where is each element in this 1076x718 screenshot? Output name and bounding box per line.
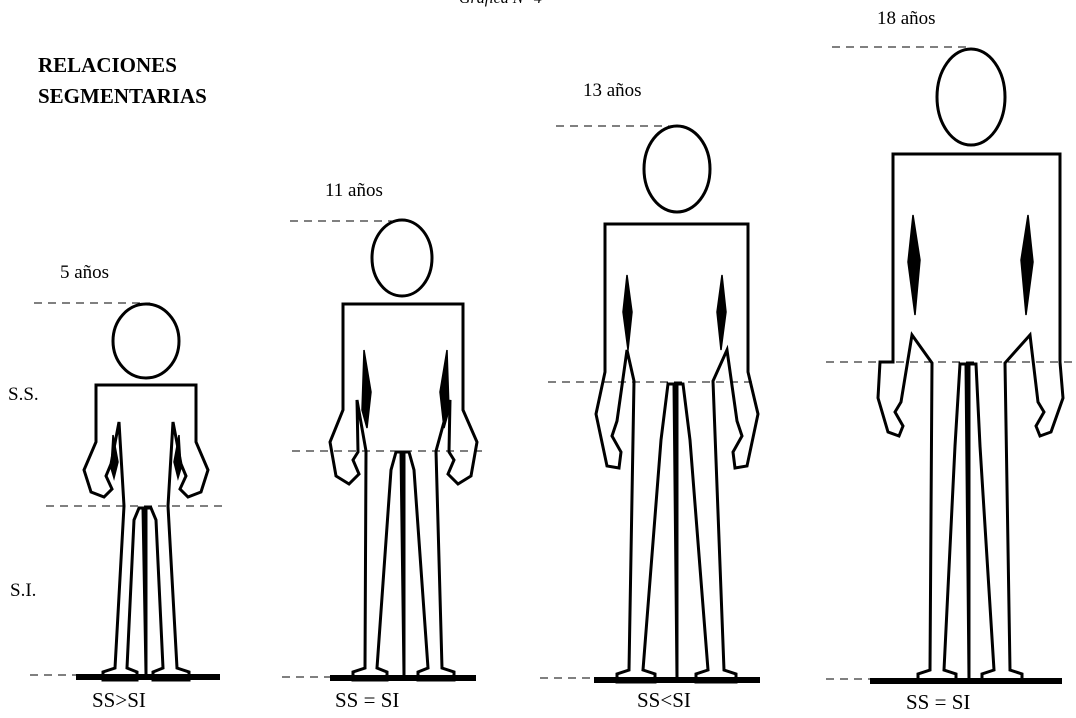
reference-lines [30,47,1076,679]
arm-shade-right [440,350,449,428]
arm-shade-left [111,435,118,478]
head [113,304,179,378]
arm-shade-left [362,350,371,428]
arm-shade-right [717,275,726,350]
body [330,304,477,680]
body [596,224,758,682]
head [644,126,710,212]
head [372,220,432,296]
body [84,385,208,680]
figure-18-years [870,49,1063,682]
figure-13-years [594,126,760,682]
arm-shade-left [908,215,920,315]
head [937,49,1005,145]
figure-5-years [76,304,220,680]
body [878,154,1063,682]
arm-shade-right [1021,215,1033,315]
figure-11-years [330,220,477,680]
arm-shade-left [623,275,632,350]
arm-shade-right [174,435,181,478]
